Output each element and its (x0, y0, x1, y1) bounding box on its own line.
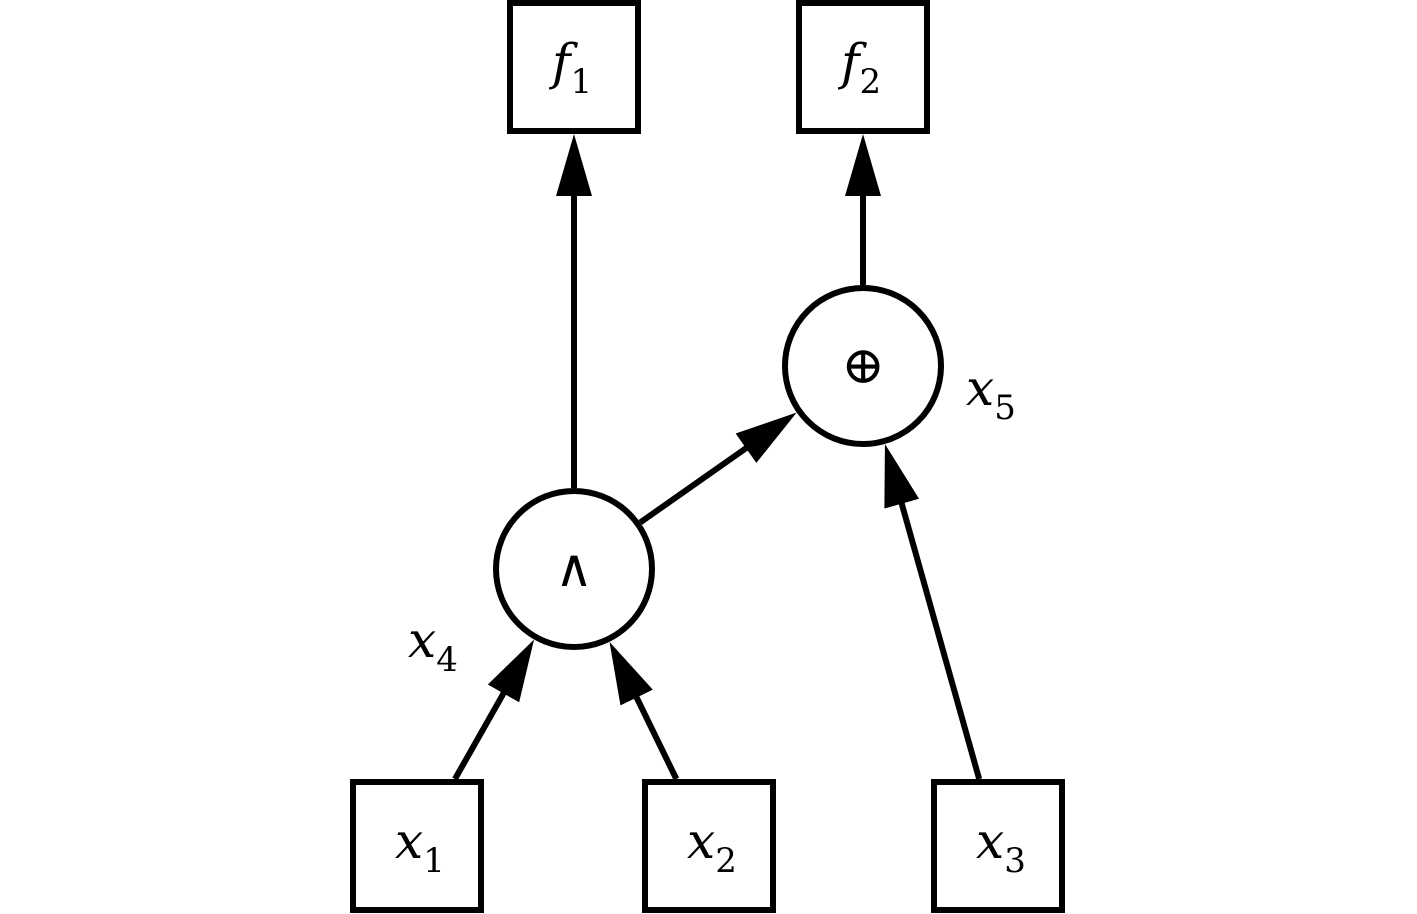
edge-line (633, 694, 680, 781)
x2-label: x2 (687, 812, 737, 881)
arrowhead-icon (735, 412, 797, 463)
x5-label: x5 (966, 359, 1016, 428)
edge-x4-to-x5 (638, 412, 797, 525)
node-x3: x3 (931, 779, 1065, 913)
variable-subscript: 5 (994, 388, 1016, 428)
variable-symbol: x (395, 812, 423, 870)
variable-symbol: x (976, 812, 1004, 870)
edge-line (898, 500, 983, 780)
node-x4: ∧ x4 (408, 488, 655, 680)
edge-x4-to-f1 (556, 134, 592, 488)
variable-symbol: x (408, 611, 436, 669)
edge-x5-to-f2 (845, 134, 881, 285)
xor-operator-icon: ⊕ (841, 336, 885, 396)
input-box (931, 779, 1065, 913)
variable-symbol: x (687, 812, 715, 870)
node-f2: f2 (796, 0, 930, 134)
x3-label: x3 (976, 812, 1026, 881)
input-box (350, 779, 484, 913)
variable-subscript: 4 (436, 640, 458, 680)
and-operator-icon: ∧ (555, 539, 593, 599)
node-x5: ⊕ x5 (782, 285, 1016, 447)
node-x1: x1 (350, 779, 484, 913)
edge-x1-to-x4 (452, 639, 535, 781)
arrowhead-icon (556, 134, 592, 196)
arrowhead-icon (884, 443, 920, 509)
variable-subscript: 3 (1004, 841, 1026, 881)
variable-symbol: x (966, 359, 994, 417)
edge-x2-to-x4 (609, 641, 680, 781)
variable-subscript: 2 (715, 841, 737, 881)
arrowhead-icon (487, 639, 535, 703)
x1-label: x1 (395, 812, 445, 881)
output-box (796, 0, 930, 134)
edge-x3-to-x5 (884, 443, 983, 780)
gate-circle (493, 488, 655, 650)
arrowhead-icon (845, 134, 881, 196)
input-box (642, 779, 776, 913)
variable-subscript: 2 (860, 62, 882, 102)
edges (452, 134, 983, 781)
x4-label: x4 (408, 611, 458, 680)
edge-line (452, 690, 508, 781)
arrowhead-icon (609, 641, 653, 706)
variable-subscript: 1 (571, 62, 593, 102)
node-x2: x2 (642, 779, 776, 913)
node-f1: f1 (507, 0, 641, 134)
f2-label: f2 (837, 33, 881, 102)
variable-subscript: 1 (423, 841, 445, 881)
output-box (507, 0, 641, 134)
gate-circle (782, 285, 944, 447)
edge-line (638, 444, 750, 525)
